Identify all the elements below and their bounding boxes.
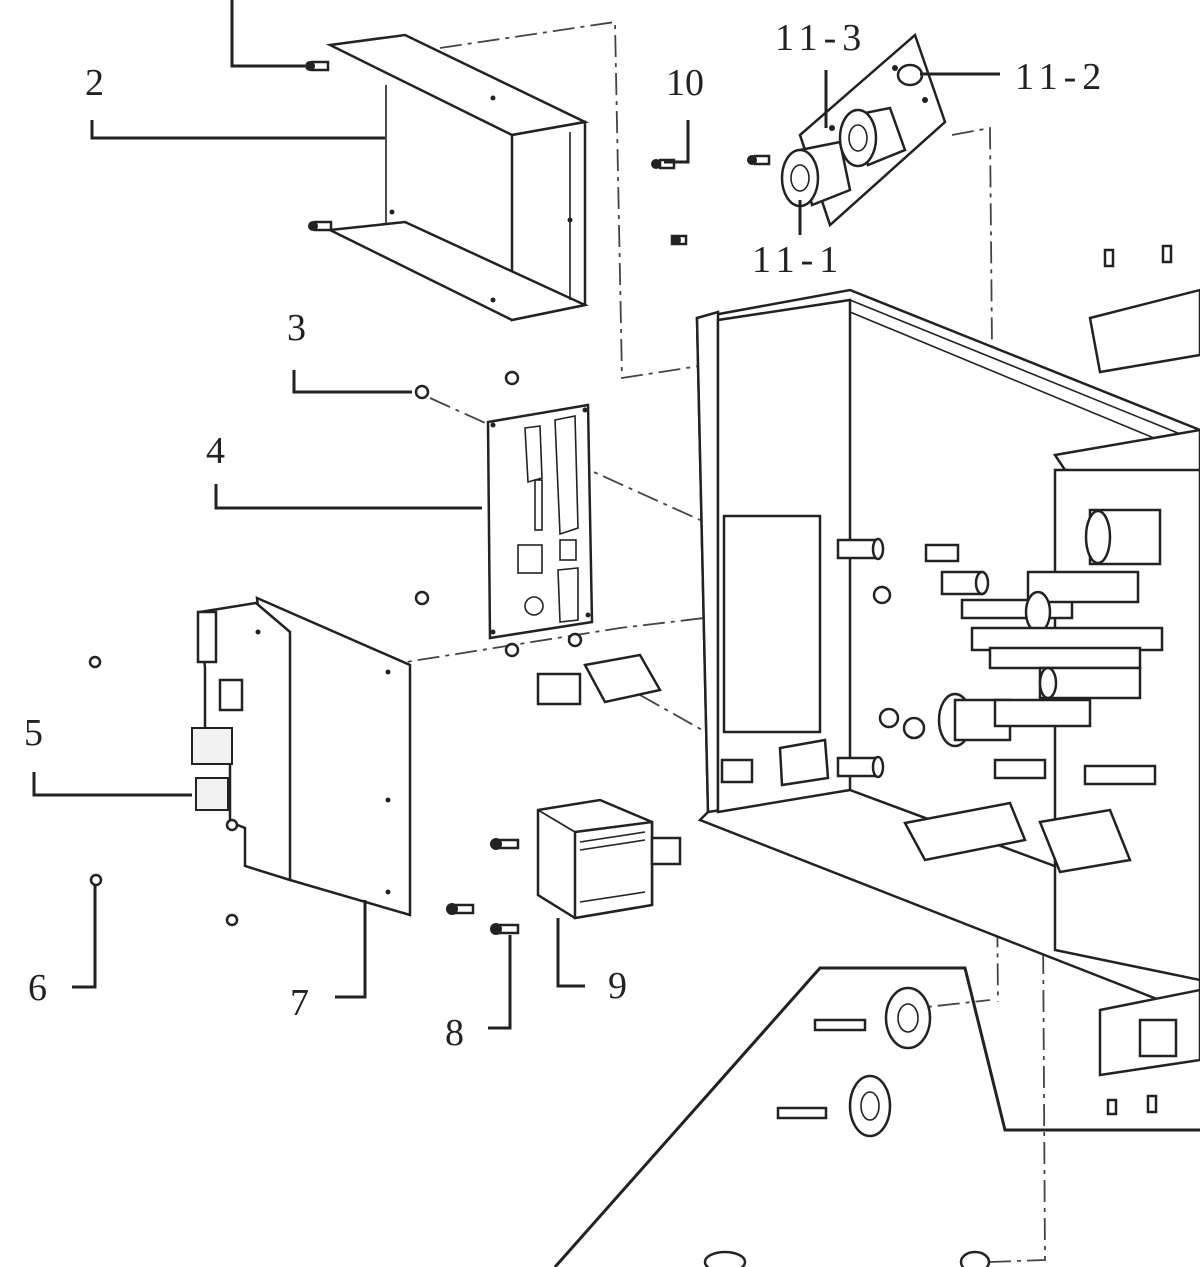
part-9-stepper-motor (536, 798, 682, 920)
part-2-screws (305, 60, 333, 232)
frame-posts (836, 508, 1164, 874)
label-8: 8 (445, 1012, 464, 1054)
part-labels: 2 3 4 5 6 7 8 9 10 11-1 11-2 11-3 (24, 17, 1107, 1054)
gear-assembly (703, 986, 991, 1267)
detail-callout-lines (553, 966, 1200, 1267)
part-10-screws (651, 154, 771, 246)
part-4-io-plate (486, 403, 594, 640)
label-11-3: 11-3 (775, 17, 867, 59)
label-6: 6 (28, 967, 47, 1009)
right-upper-bracket (1088, 244, 1200, 374)
right-lower-bracket (1098, 988, 1200, 1116)
sensor-connector (536, 653, 662, 706)
part-2-top-cover (325, 33, 590, 322)
label-4: 4 (206, 430, 225, 472)
part-6-screws (88, 655, 239, 927)
label-2: 2 (85, 62, 104, 104)
label-7: 7 (290, 982, 309, 1024)
label-10: 10 (666, 62, 704, 104)
part-11-3-roller (838, 106, 907, 168)
label-11-2: 11-2 (1015, 56, 1107, 98)
part-11-1-roller (780, 140, 852, 208)
part-3-screws (414, 370, 583, 658)
part-7-pcb-board (191, 595, 412, 917)
label-11-1: 11-1 (752, 239, 844, 281)
label-9: 9 (608, 965, 627, 1007)
leader-lines (32, 0, 1000, 1030)
label-5: 5 (24, 712, 43, 754)
label-3: 3 (287, 307, 306, 349)
part-8-screws (446, 838, 520, 935)
